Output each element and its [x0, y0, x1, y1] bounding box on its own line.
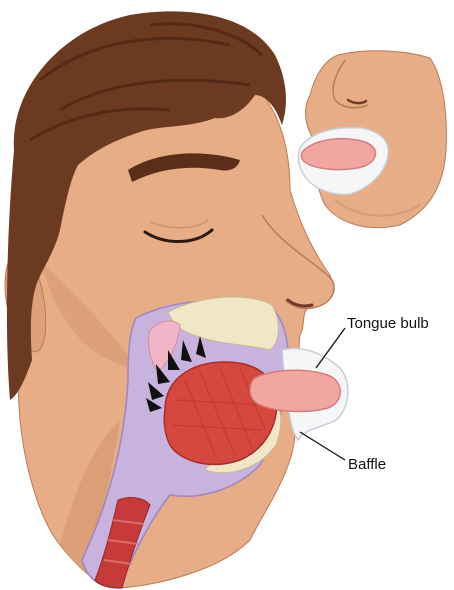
label-baffle: Baffle: [348, 456, 386, 473]
label-tongue-bulb: Tongue bulb: [347, 315, 429, 332]
head-profile: [5, 11, 334, 588]
tongue-bulb: [250, 370, 340, 411]
leader-baffle: [300, 432, 345, 460]
inset-mouth-view: [298, 51, 446, 228]
